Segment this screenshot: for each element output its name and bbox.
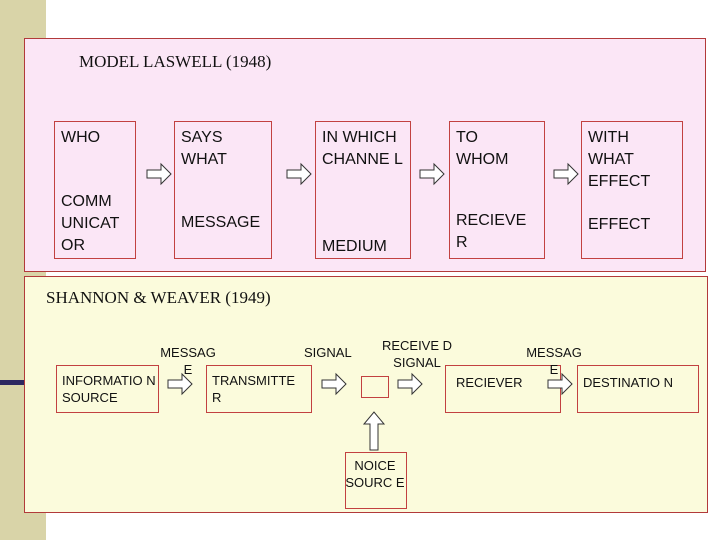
channel-label: IN WHICH CHANNE L [322, 129, 403, 168]
receiver-box [445, 365, 561, 413]
lasswell-box-who: WHO COMM UNICAT OR [54, 121, 136, 259]
arrow-right-icon [321, 372, 347, 396]
lasswell-box-to-whom: TO WHOM RECIEVE R [449, 121, 545, 259]
says-what-label: SAYS WHAT [181, 129, 227, 168]
arrow-up-icon [362, 411, 386, 451]
channel-box [361, 376, 389, 398]
medium-label: MEDIUM [322, 238, 387, 255]
communicator-label: COMM UNICAT OR [61, 193, 120, 254]
who-label: WHO [61, 129, 101, 146]
message-1-label: MESSAG E [160, 345, 216, 377]
arrow-right-icon [167, 372, 193, 396]
message-2-label: MESSAG E [526, 345, 582, 377]
effect-label: EFFECT [588, 216, 651, 233]
destination-box [577, 365, 699, 413]
receiver-label: RECIEVE R [456, 212, 527, 251]
noise-source-box [345, 452, 407, 509]
transmitter-label: TRANSMITTE R [212, 373, 296, 405]
received-signal-label: RECEIVE D SIGNAL [381, 338, 453, 370]
lasswell-panel: MODEL LASWELL (1948) WHO COMM UNICAT OR … [24, 38, 706, 272]
arrow-right-icon [146, 162, 172, 186]
information-source-label: INFORMATIO N SOURCE [62, 373, 156, 405]
lasswell-box-channel: IN WHICH CHANNE L MEDIUM [315, 121, 411, 259]
with-what-effect-label: WITH WHAT EFFECT [588, 129, 651, 190]
shannon-weaver-panel: SHANNON & WEAVER (1949) INFORMATIO N SOU… [24, 276, 708, 513]
arrow-right-icon [553, 162, 579, 186]
transmitter-box [206, 365, 312, 413]
arrow-right-icon [419, 162, 445, 186]
message-label: MESSAGE [181, 214, 261, 231]
lasswell-title: MODEL LASWELL (1948) [79, 52, 272, 71]
arrow-right-icon [286, 162, 312, 186]
signal-label: SIGNAL [304, 345, 352, 360]
arrow-right-icon [547, 372, 573, 396]
destination-label: DESTINATIO N [583, 375, 674, 390]
to-whom-label: TO WHOM [456, 129, 509, 168]
shannon-weaver-title: SHANNON & WEAVER (1949) [46, 288, 271, 307]
lasswell-box-says-what: SAYS WHAT MESSAGE [174, 121, 272, 259]
receiver-label-sw: RECIEVER [456, 375, 523, 390]
noise-source-label: NOICE SOURC E [345, 458, 405, 490]
information-source-box [56, 365, 159, 413]
arrow-right-icon [397, 372, 423, 396]
lasswell-box-effect: WITH WHAT EFFECT EFFECT [581, 121, 683, 259]
